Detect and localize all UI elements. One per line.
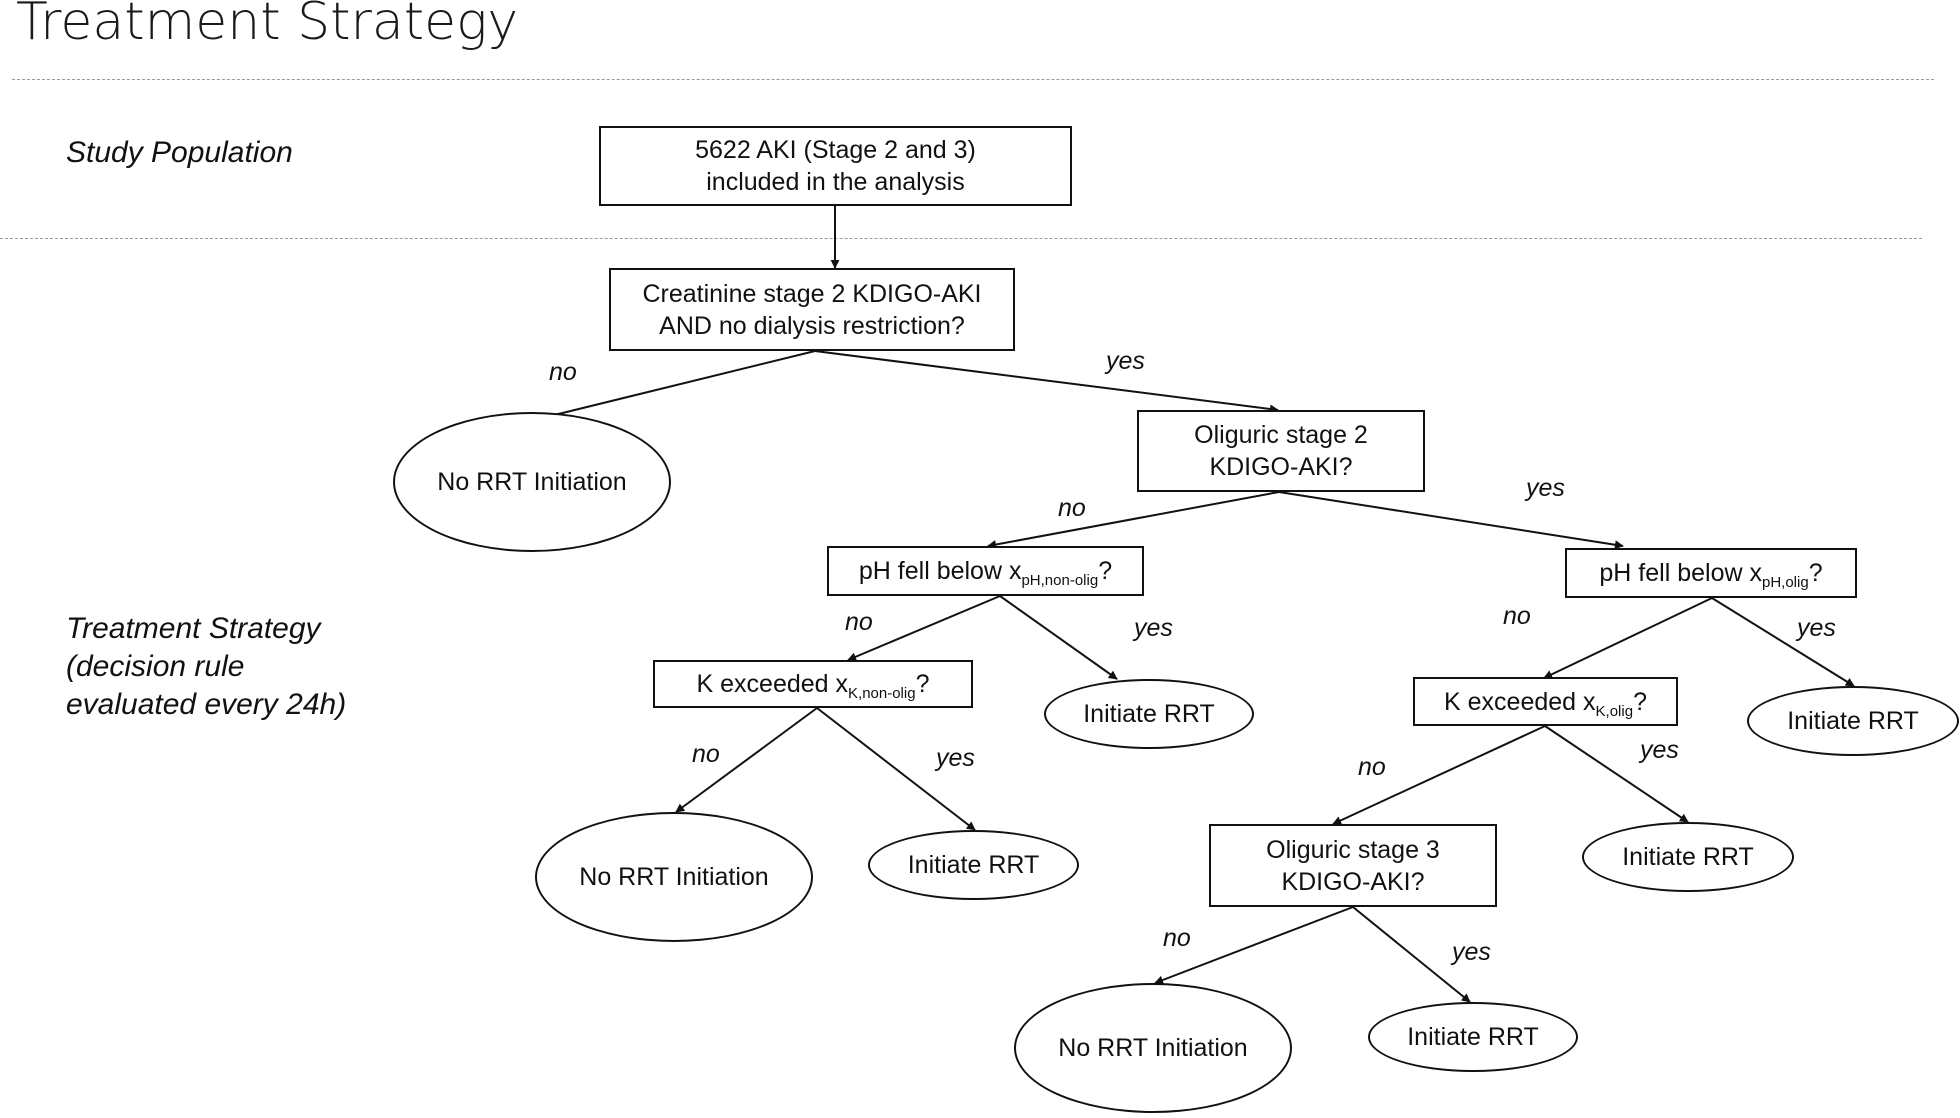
oliguric-stage2-decision-box: Oliguric stage 2 KDIGO-AKI? <box>1137 410 1425 492</box>
node-text: Oliguric stage 3 <box>1266 835 1440 864</box>
initiate-rrt-ellipse-k-oliguric: Initiate RRT <box>1582 822 1794 892</box>
node-subscript: K,non-olig <box>848 685 916 702</box>
creatinine-decision-box: Creatinine stage 2 KDIGO-AKI AND no dialy… <box>609 268 1015 351</box>
node-text: Initiate RRT <box>1407 1023 1539 1051</box>
edge-ph-olig-no <box>1543 597 1713 679</box>
edge-label-k-nonolig-yes: yes <box>936 744 975 772</box>
edge-ph-nonolig-yes <box>999 595 1118 680</box>
edge-oliguric3-yes <box>1352 906 1471 1003</box>
edge-label-oliguric2-no: no <box>1058 494 1086 522</box>
node-text: No RRT Initiation <box>1058 1034 1248 1062</box>
node-subscript: K,olig <box>1595 702 1634 720</box>
node-text: Initiate RRT <box>1622 843 1754 871</box>
section-divider-bottom <box>0 238 1922 239</box>
edge-label-k-olig-no: no <box>1358 753 1386 781</box>
edge-k-nonolig-no <box>675 707 818 813</box>
node-text: No RRT Initiation <box>437 468 627 496</box>
edge-label-oliguric3-yes: yes <box>1452 938 1491 966</box>
k-oliguric-decision-box: K exceeded xK,olig? <box>1413 677 1678 726</box>
ph-oliguric-decision-box: pH fell below xpH,olig? <box>1565 548 1857 598</box>
initiate-rrt-ellipse-k-non-oliguric: Initiate RRT <box>868 830 1079 900</box>
edge-label-oliguric2-yes: yes <box>1526 474 1565 502</box>
initiate-rrt-ellipse-ph-non-oliguric: Initiate RRT <box>1044 679 1254 749</box>
section-label-study-population: Study Population <box>66 136 293 169</box>
edge-ph-olig-yes <box>1711 597 1855 687</box>
section-divider-top <box>12 79 1934 80</box>
node-text: Initiate RRT <box>907 851 1040 879</box>
edge-oliguric2-yes <box>1278 491 1624 550</box>
no-rrt-initiation-ellipse-3: No RRT Initiation <box>1014 983 1292 1113</box>
edge-k-nonolig-yes <box>816 707 976 831</box>
node-text: Initiate RRT <box>1083 700 1215 728</box>
edge-creatinine-no <box>533 350 816 423</box>
node-text: Creatinine stage 2 KDIGO-AKI <box>642 279 982 308</box>
study-population-box: 5622 AKI (Stage 2 and 3) included in the … <box>599 126 1072 206</box>
no-rrt-initiation-ellipse-2: No RRT Initiation <box>535 812 813 942</box>
ph-non-oliguric-decision-box: pH fell below xpH,non-olig? <box>827 546 1144 596</box>
edge-label-creatinine-yes: yes <box>1106 347 1145 375</box>
node-text: No RRT Initiation <box>579 863 769 891</box>
initiate-rrt-ellipse-oliguric-stage3: Initiate RRT <box>1368 1002 1578 1072</box>
node-text: Oliguric stage 2 <box>1194 421 1368 449</box>
node-text: 5622 AKI (Stage 2 and 3) <box>695 136 976 164</box>
initiate-rrt-ellipse-ph-oliguric: Initiate RRT <box>1747 686 1959 756</box>
node-text: K exceeded x <box>696 670 849 698</box>
node-text: KDIGO-AKI? <box>1209 453 1353 481</box>
edge-k-olig-yes <box>1544 725 1689 823</box>
node-text: pH fell below x <box>1599 559 1762 587</box>
node-text: ? <box>1808 559 1823 587</box>
edge-label-ph-nonolig-yes: yes <box>1134 614 1173 642</box>
edge-label-creatinine-no: no <box>549 358 577 386</box>
node-text: Initiate RRT <box>1787 707 1919 735</box>
page-title: Treatment Strategy <box>16 0 519 52</box>
edge-label-ph-olig-yes: yes <box>1797 614 1836 642</box>
edge-creatinine-yes <box>814 350 1279 414</box>
node-text: included in the analysis <box>706 168 965 196</box>
node-text: K exceeded x <box>1444 687 1596 716</box>
node-text: KDIGO-AKI? <box>1281 867 1425 896</box>
node-text: ? <box>1098 557 1113 585</box>
edge-label-k-nonolig-no: no <box>692 740 720 768</box>
node-text: ? <box>915 670 930 698</box>
no-rrt-initiation-ellipse-1: No RRT Initiation <box>393 412 671 552</box>
node-subscript: pH,olig <box>1761 574 1809 591</box>
node-text: ? <box>1633 687 1647 716</box>
edge-k-olig-no <box>1332 725 1546 825</box>
edge-label-oliguric3-no: no <box>1163 924 1191 952</box>
node-text: pH fell below x <box>858 557 1022 585</box>
node-subscript: pH,non-olig <box>1021 572 1099 589</box>
edge-oliguric3-no <box>1154 906 1354 985</box>
oliguric-stage3-decision-box: Oliguric stage 3 KDIGO-AKI? <box>1209 824 1497 907</box>
edge-label-ph-nonolig-no: no <box>845 608 873 636</box>
edge-ph-nonolig-no <box>847 595 1001 662</box>
edge-label-k-olig-yes: yes <box>1640 736 1679 764</box>
node-text: AND no dialysis restriction? <box>659 311 965 340</box>
section-label-treatment-strategy: Treatment Strategy (decision rule evalua… <box>66 612 347 721</box>
k-non-oliguric-decision-box: K exceeded xK,non-olig? <box>653 660 973 708</box>
edge-oliguric2-no <box>987 491 1280 549</box>
edge-label-ph-olig-no: no <box>1503 602 1531 630</box>
